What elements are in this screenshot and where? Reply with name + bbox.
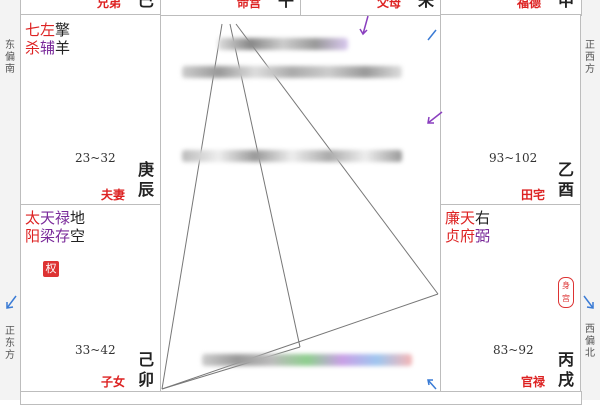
cell-mao[interactable]: 太天禄地 阳梁存空 权 33~42 己 子女 卯: [20, 204, 161, 394]
ganzhi-stem: 乙: [557, 160, 574, 179]
star-di: 地: [70, 209, 86, 227]
ganzhi-branch: 卯: [137, 370, 154, 389]
blurred-info-line: [202, 354, 412, 366]
ganzhi-label: 未: [417, 0, 434, 10]
star-tian: 天: [40, 209, 56, 227]
star-qi: 七: [25, 21, 41, 39]
blurred-info-line: [182, 66, 402, 78]
center-info-panel: [160, 14, 440, 391]
ganzhi-branch: 辰: [137, 180, 154, 199]
star-tian2: 天: [460, 209, 476, 227]
star-qing: 擎: [55, 21, 71, 39]
age-range: 33~42: [75, 343, 116, 357]
star-yang2: 阳: [25, 227, 41, 245]
cell-you[interactable]: 93~102 乙 田宅 酉: [440, 14, 581, 206]
stars-row-2: 杀辅羊: [25, 39, 70, 57]
direction-label-northwest: 西偏北: [585, 324, 595, 359]
stars-row-1: 廉天右: [445, 209, 490, 227]
cell-chen[interactable]: 七左擎 杀辅羊 23~32 庚 夫妻 辰: [20, 14, 161, 206]
star-cun: 存: [55, 227, 71, 245]
palace-label: 福德: [517, 0, 542, 10]
palace-label: 父母: [377, 0, 402, 10]
ganzhi-label: 巳: [137, 0, 154, 10]
star-bi: 弼: [475, 227, 491, 245]
direction-label-southeast: 东偏南: [5, 40, 15, 75]
star-lu: 禄: [55, 209, 71, 227]
bottom-row-partial: [20, 391, 582, 405]
palace-label: 子女: [101, 375, 126, 389]
palace-label: 田宅: [521, 188, 546, 202]
stars-row-1: 七左擎: [25, 21, 70, 39]
star-lian: 廉: [445, 209, 461, 227]
direction-label-east: 正东方: [5, 326, 15, 361]
star-fu2: 府: [460, 227, 476, 245]
ganzhi-stem: 丙: [557, 350, 574, 369]
stars-row-1: 太天禄地: [25, 209, 85, 227]
star-liang: 梁: [40, 227, 56, 245]
palace-label: 命宫: [237, 0, 262, 10]
ganzhi-label: 申: [557, 0, 574, 10]
star-zhen: 贞: [445, 227, 461, 245]
age-range: 93~102: [489, 151, 538, 165]
star-fu: 辅: [40, 39, 56, 57]
shen-gong-badge: 身宫: [558, 277, 574, 308]
palace-label: 夫妻: [101, 188, 126, 202]
star-zuo: 左: [40, 21, 56, 39]
age-range: 23~32: [75, 151, 116, 165]
ganzhi-stem: 己: [137, 350, 154, 369]
star-tai: 太: [25, 209, 41, 227]
ganzhi-label: 午: [277, 0, 294, 10]
star-yang: 羊: [55, 39, 71, 57]
right-direction-bar: 正西方 西偏北: [579, 0, 600, 400]
quan-badge: 权: [43, 261, 59, 277]
palace-label: 官禄: [521, 375, 546, 389]
stars-row-2: 贞府弼: [445, 227, 490, 245]
ganzhi-branch: 戌: [557, 370, 574, 389]
ganzhi-stem: 庚: [137, 160, 154, 179]
star-you: 右: [475, 209, 491, 227]
ganzhi-branch: 酉: [557, 180, 574, 199]
left-direction-bar: 东偏南 正东方: [0, 0, 21, 400]
blurred-info-line: [182, 150, 402, 162]
cell-xu[interactable]: 廉天右 贞府弼 身宫 83~92 丙 官禄 戌: [440, 204, 581, 394]
age-range: 83~92: [493, 343, 534, 357]
star-sha: 杀: [25, 39, 41, 57]
direction-label-west: 正西方: [585, 40, 595, 75]
palace-label: 兄弟: [97, 0, 122, 10]
star-kong: 空: [70, 227, 86, 245]
stars-row-2: 阳梁存空: [25, 227, 85, 245]
blurred-info-line: [218, 38, 348, 50]
